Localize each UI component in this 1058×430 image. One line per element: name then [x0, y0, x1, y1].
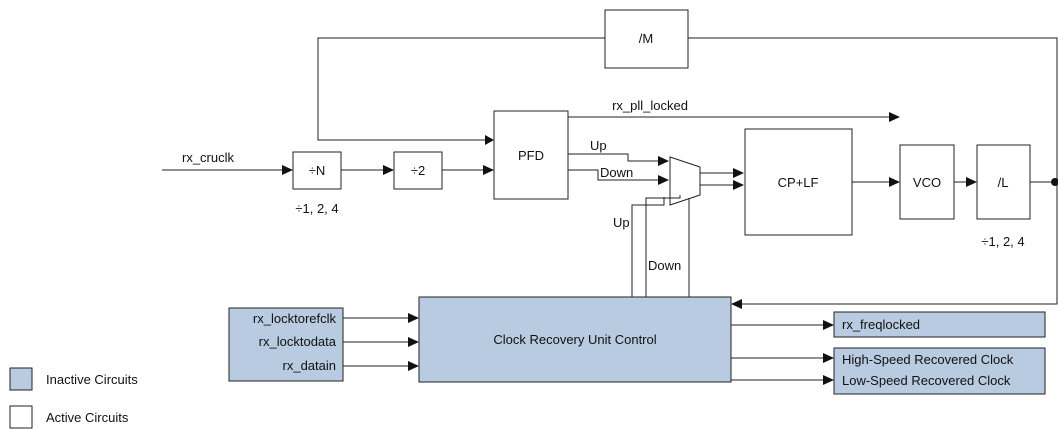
pfd-up-wire — [568, 153, 658, 162]
mux-out-down-arrow — [733, 180, 744, 190]
pfd-down-wire — [568, 169, 658, 181]
mux-out-up-arrow — [733, 168, 744, 178]
arrow-into-div-l — [966, 177, 977, 187]
div-2-label: ÷2 — [411, 163, 425, 178]
pfd-block — [493, 110, 569, 200]
div-l-options: ÷1, 2, 4 — [981, 234, 1024, 249]
feedback-wire-top — [688, 37, 1058, 182]
cru-up-wire — [631, 197, 665, 297]
cru-control-block — [418, 296, 732, 383]
arrow-ls-clock — [823, 375, 834, 385]
arrow-hs-clock — [823, 353, 834, 363]
arrow-datain — [408, 361, 419, 371]
legend-inactive-swatch — [9, 367, 33, 391]
arrow-into-pfd-feedback — [485, 135, 494, 145]
junction-dot — [1051, 178, 1058, 186]
arrow-into-pfd-ref — [483, 165, 494, 175]
pfd-up-label: Up — [590, 138, 607, 153]
div-n-label: ÷N — [309, 163, 326, 178]
rx-pll-locked-arrow — [889, 112, 900, 122]
cru-up-wire-inner — [645, 195, 681, 297]
pfd-down-arrow — [658, 175, 669, 185]
arrow-locktodata — [408, 337, 419, 347]
input-rx-datain: rx_datain — [283, 358, 336, 373]
div-2-block — [393, 151, 443, 190]
inputs-block — [228, 307, 344, 382]
input-rx-locktodata: rx_locktodata — [259, 334, 337, 349]
arrow-into-div-2 — [383, 165, 394, 175]
div-m-label: /M — [639, 31, 653, 46]
input-rx-locktorefclk: rx_locktorefclk — [253, 311, 337, 326]
rx-cruclk-label: rx_cruclk — [182, 150, 235, 165]
output-hs-recovered-clock: High-Speed Recovered Clock — [842, 352, 1014, 367]
div-l-block — [976, 144, 1031, 220]
cp-lf-label: CP+LF — [778, 175, 819, 190]
vco-label: VCO — [913, 175, 941, 190]
div-l-label: /L — [998, 175, 1009, 190]
output-ls-recovered-clock: Low-Speed Recovered Clock — [842, 373, 1011, 388]
legend-active-label: Active Circuits — [46, 410, 129, 425]
cru-down-label: Down — [648, 258, 681, 273]
mux — [669, 156, 701, 206]
return-arrow-to-cru — [731, 299, 742, 309]
cru-control-label: Clock Recovery Unit Control — [493, 332, 656, 347]
recovered-clocks-block — [833, 347, 1046, 395]
legend-active-swatch — [9, 405, 33, 429]
cp-lf-block — [744, 128, 853, 236]
return-wire-to-cru — [742, 182, 1058, 305]
cru-up-label: Up — [613, 215, 630, 230]
rx-pll-locked-label: rx_pll_locked — [612, 98, 688, 113]
pfd-label: PFD — [518, 148, 544, 163]
div-n-block — [292, 151, 342, 190]
arrow-into-div-n — [282, 165, 293, 175]
arrow-freqlocked — [823, 320, 834, 330]
output-rx-freqlocked: rx_freqlocked — [842, 317, 920, 332]
feedback-wire-left — [317, 37, 605, 141]
arrow-into-vco — [889, 177, 900, 187]
legend-inactive-label: Inactive Circuits — [46, 372, 138, 387]
div-m-block — [604, 9, 689, 69]
pfd-up-arrow — [658, 156, 669, 166]
div-n-options: ÷1, 2, 4 — [295, 201, 338, 216]
pfd-down-label: Down — [600, 165, 633, 180]
freqlocked-block — [833, 311, 1046, 338]
arrow-locktorefclk — [408, 313, 419, 323]
